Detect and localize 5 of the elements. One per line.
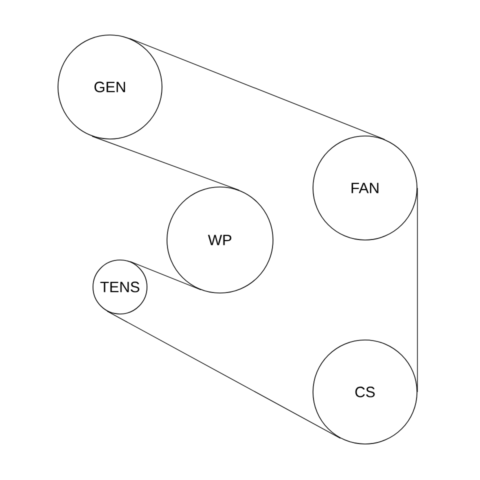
belt-line [130, 261, 202, 290]
belt-line [92, 136, 240, 190]
belt-line [417, 188, 418, 392]
belt-line [129, 38, 385, 140]
belt-line [106, 310, 341, 439]
